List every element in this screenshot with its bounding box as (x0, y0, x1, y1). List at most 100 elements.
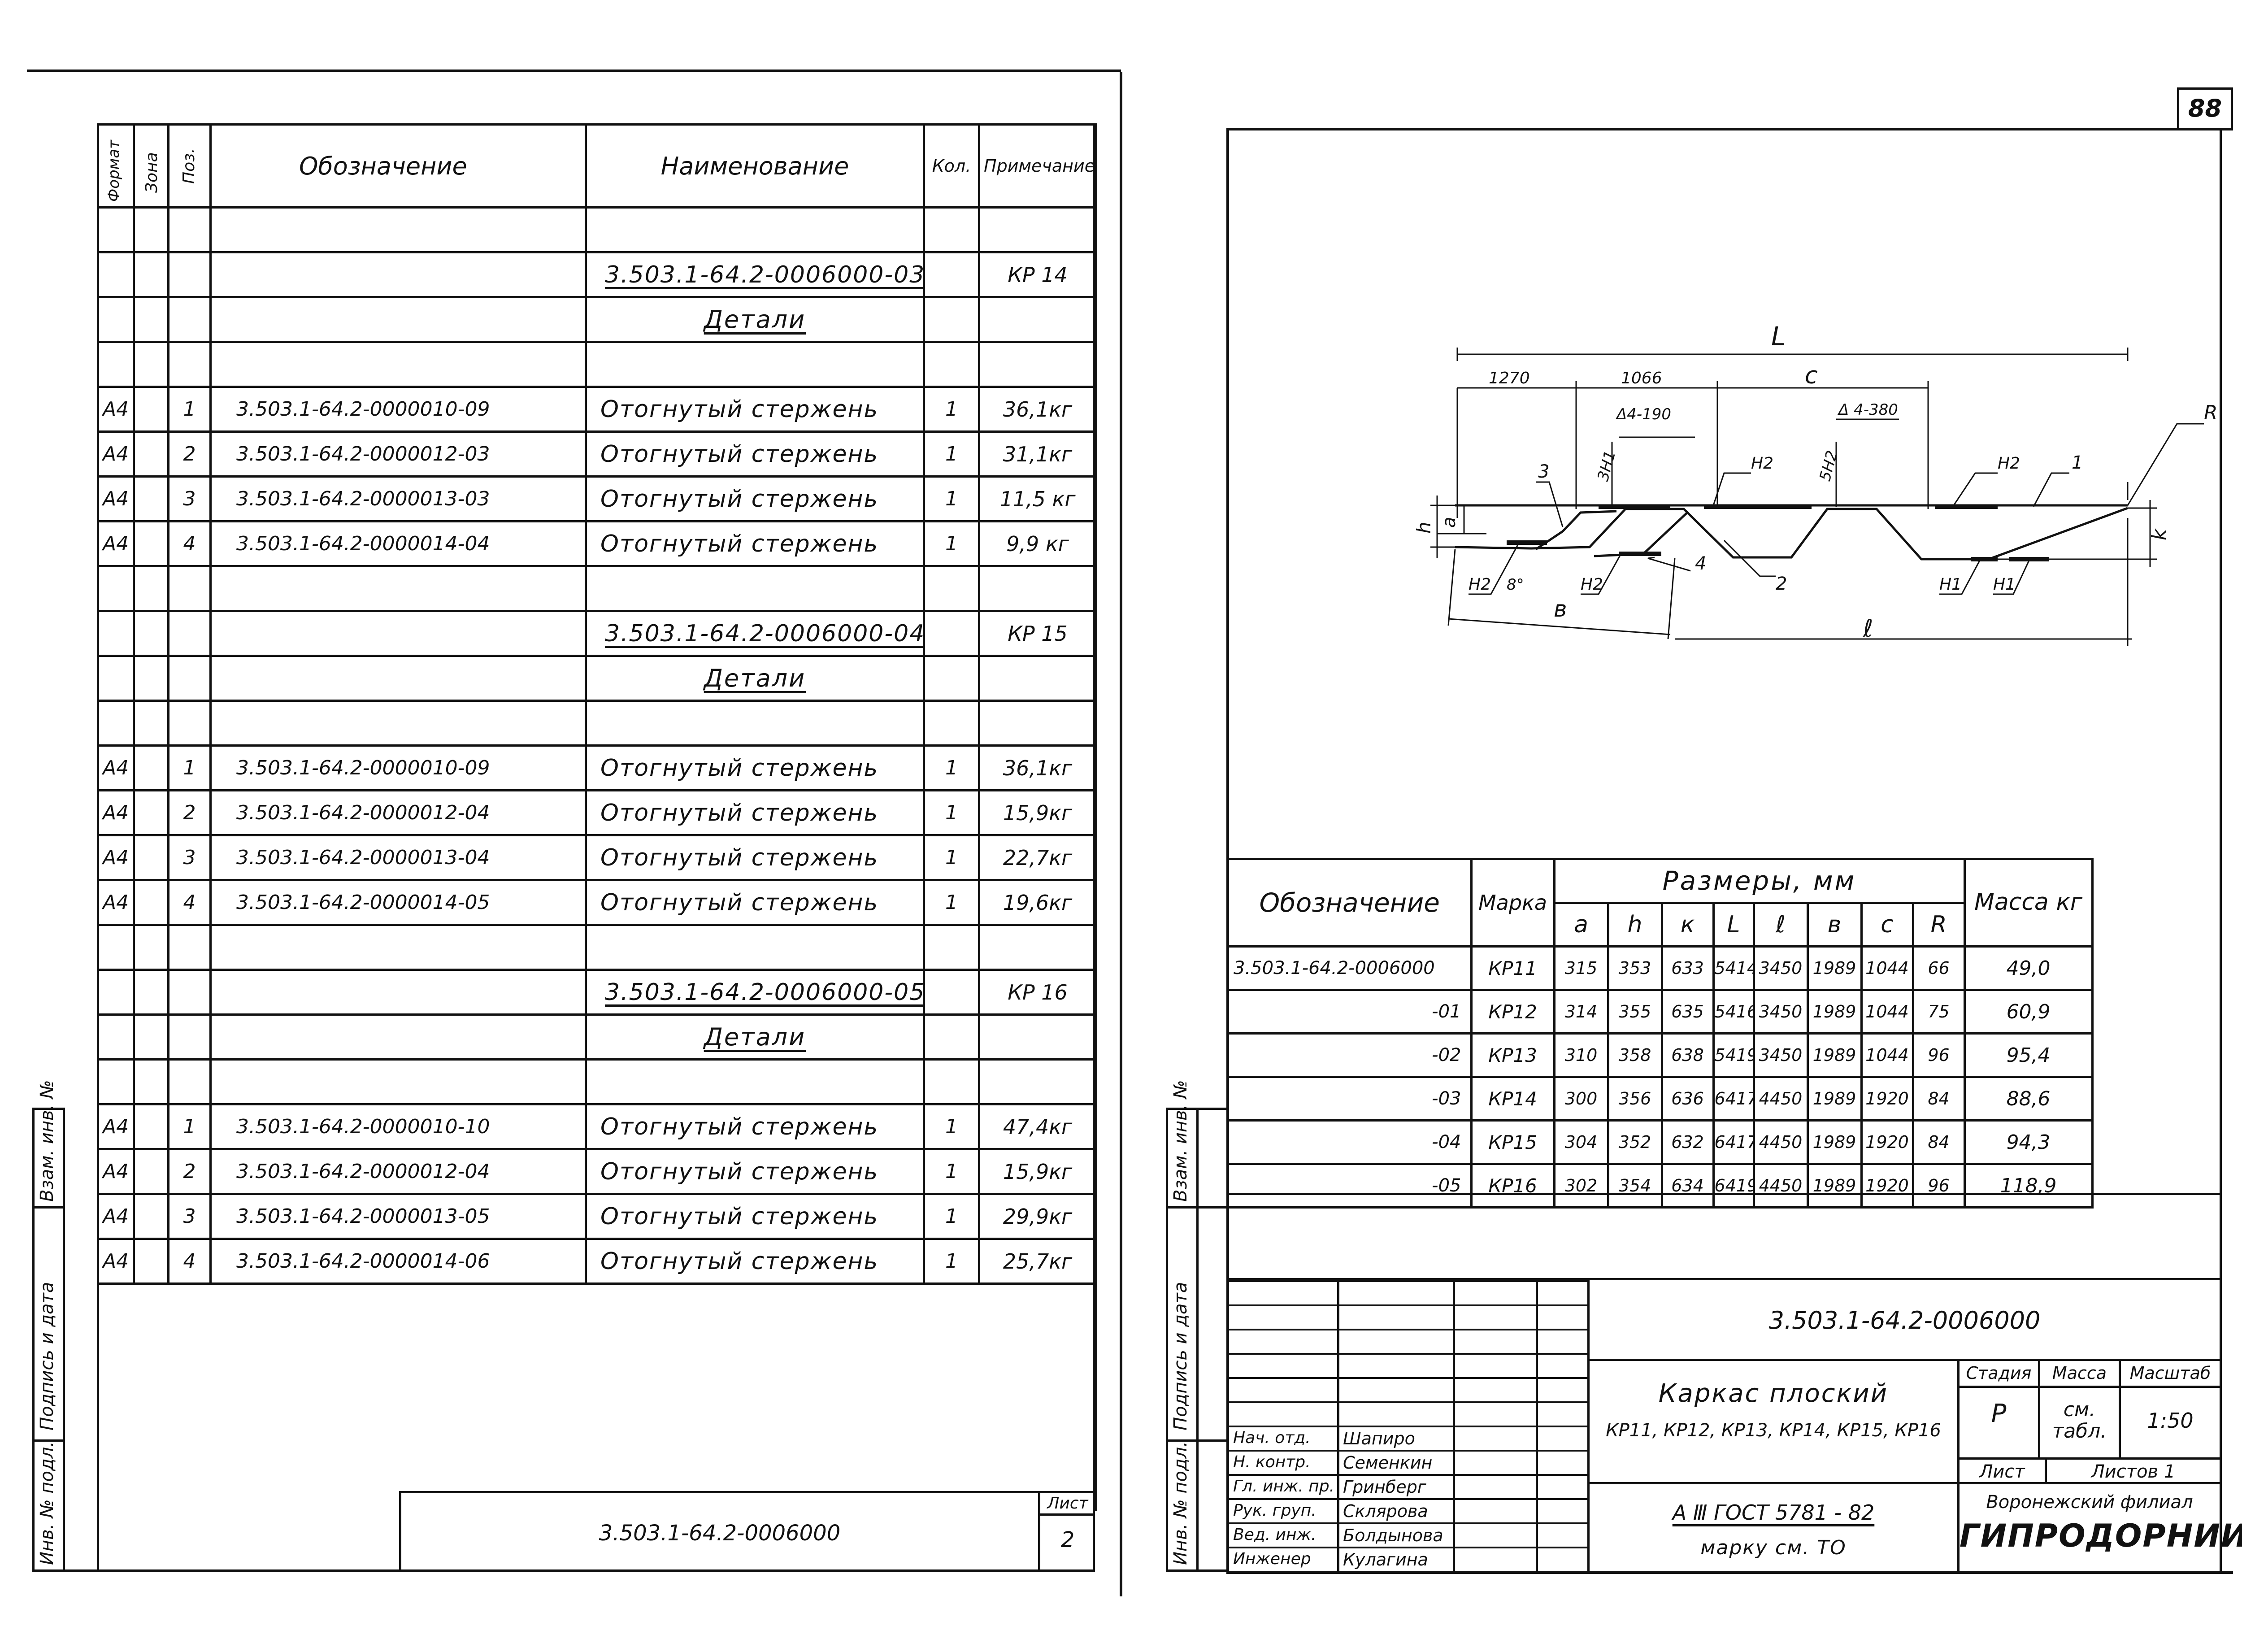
stamp-inv-subst: Взам. инв. № (37, 1080, 57, 1202)
dim-value: 66 (1912, 945, 1966, 991)
dim-value: 3450 (1752, 945, 1809, 991)
dim-row-mark: КР15 (1470, 1119, 1555, 1165)
hdr-pos: Поз. (180, 148, 198, 184)
pos-1: 1 (2072, 452, 2083, 473)
item-pos: 1 (167, 386, 212, 433)
stamp-inv-orig: Инв. № подл. (37, 1441, 57, 1565)
dim-row-mark: КР13 (1470, 1032, 1555, 1078)
dim-value: 1989 (1806, 1163, 1863, 1209)
dim-col-1: h (1607, 901, 1663, 948)
left-stamp-frame-inner (63, 1108, 65, 1572)
item-format: А4 (97, 1238, 135, 1285)
dim-row-mark: КР12 (1470, 989, 1555, 1035)
dim-1270: 1270 (1489, 369, 1530, 387)
item-qty: 1 (923, 520, 980, 567)
dim-angle: 8° (1507, 576, 1524, 594)
dim-row-designation: 3.503.1-64.2-0006000 (1229, 945, 1473, 991)
bar-3 (1535, 510, 1617, 551)
item-designation: 3.503.1-64.2-0000012-04 (209, 1148, 587, 1195)
hdr-designation: Обозначение (209, 123, 587, 209)
dim-value: 3450 (1752, 989, 1809, 1035)
item-note: 11,5 кг (978, 475, 1097, 522)
left-sheet-number: 2 (1060, 1527, 1075, 1552)
dim-value: 96 (1912, 1032, 1966, 1078)
bar-2 (1455, 507, 2128, 561)
dim-value: 75 (1912, 989, 1966, 1035)
dim-value: 310 (1553, 1032, 1609, 1078)
dim-col-2: к (1660, 901, 1715, 948)
spec-section-row: Детали (97, 655, 1097, 702)
dim-row-mass: 88,6 (1963, 1076, 2094, 1122)
spec-blank-row (97, 700, 1097, 747)
item-format: А4 (97, 879, 135, 926)
item-pos: 2 (167, 789, 212, 836)
item-designation: 3.503.1-64.2-0000013-04 (209, 834, 587, 881)
material-steel: А Ⅲ ГОСТ 5781 - 82 (1672, 1500, 1875, 1525)
dim-value: 354 (1607, 1163, 1663, 1209)
spec-blank-row (97, 206, 1097, 253)
spec-section-row: Детали (97, 296, 1097, 343)
dim-row-mass: 95,4 (1963, 1032, 2094, 1078)
person-name: Склярова (1343, 1501, 1428, 1521)
left-stamp-frame-outer (32, 1108, 35, 1572)
item-note: 15,9кг (978, 1148, 1097, 1195)
item-pos: 3 (167, 1193, 212, 1240)
dim-row-mass: 118,9 (1963, 1163, 2094, 1209)
item-qty: 1 (923, 789, 980, 836)
dim-value: 1989 (1806, 1119, 1863, 1165)
person-role: Н. контр. (1233, 1453, 1311, 1471)
item-designation: 3.503.1-64.2-0000014-04 (209, 520, 587, 567)
item-designation: 3.503.1-64.2-0000013-03 (209, 475, 587, 522)
dim-value: 314 (1553, 989, 1609, 1035)
dim-col-6: c (1860, 901, 1914, 948)
dim-value: 353 (1607, 945, 1663, 991)
item-format: А4 (97, 834, 135, 881)
spec-header-row: Формат Зона Поз. Обозначение Наименовани… (97, 123, 1097, 209)
item-format: А4 (97, 744, 135, 791)
item-name: Отогнутый стержень (585, 879, 925, 926)
r-stamp-sign-date: Подпись и дата (1170, 1282, 1191, 1430)
item-format: А4 (97, 475, 135, 522)
item-designation: 3.503.1-64.2-0000012-04 (209, 789, 587, 836)
item-pos: 4 (167, 520, 212, 567)
specification-table: Формат Зона Поз. Обозначение Наименовани… (97, 123, 1097, 1511)
dim-row-designation: -05 (1229, 1163, 1473, 1209)
dim-1066: 1066 (1621, 369, 1662, 387)
person-role: Вед. инж. (1233, 1526, 1317, 1544)
item-qty: 1 (923, 1148, 980, 1195)
item-qty: 1 (923, 475, 980, 522)
dim-R: R (2204, 401, 2218, 424)
label-h1-a: Н1 (1939, 575, 1962, 594)
top-rule (27, 70, 1121, 72)
dim-hdr-designation: Обозначение (1229, 858, 1473, 948)
dim-value: 634 (1660, 1163, 1715, 1209)
item-designation: 3.503.1-64.2-0000014-06 (209, 1238, 587, 1285)
dim-row-designation: -03 (1229, 1076, 1473, 1122)
label-5h2: 5Н2 (1816, 448, 1841, 483)
item-note: 19,6кг (978, 879, 1097, 926)
sheets-header: Листов 1 (2091, 1461, 2176, 1482)
dim-c: c (1805, 362, 1818, 389)
scale-header: Масштаб (2129, 1363, 2211, 1383)
item-name: Отогнутый стержень (585, 475, 925, 522)
dim-value: 1920 (1860, 1119, 1914, 1165)
weld-4-380: Δ 4-380 (1837, 401, 1898, 419)
org-name: ГИПРОДОРНИИ (1960, 1517, 2242, 1554)
item-name: Отогнутый стержень (585, 430, 925, 478)
person-name: Кулагина (1343, 1550, 1428, 1569)
mass-value: см. табл. (2052, 1398, 2107, 1443)
hdr-format: Формат (105, 140, 123, 202)
item-pos: 2 (167, 1148, 212, 1195)
page-number: 88 (2188, 94, 2222, 122)
item-qty: 1 (923, 1238, 980, 1285)
dim-value: 4450 (1752, 1076, 1809, 1122)
weld-4-190: Δ4-190 (1615, 405, 1671, 423)
person-role: Инженер (1233, 1550, 1311, 1568)
